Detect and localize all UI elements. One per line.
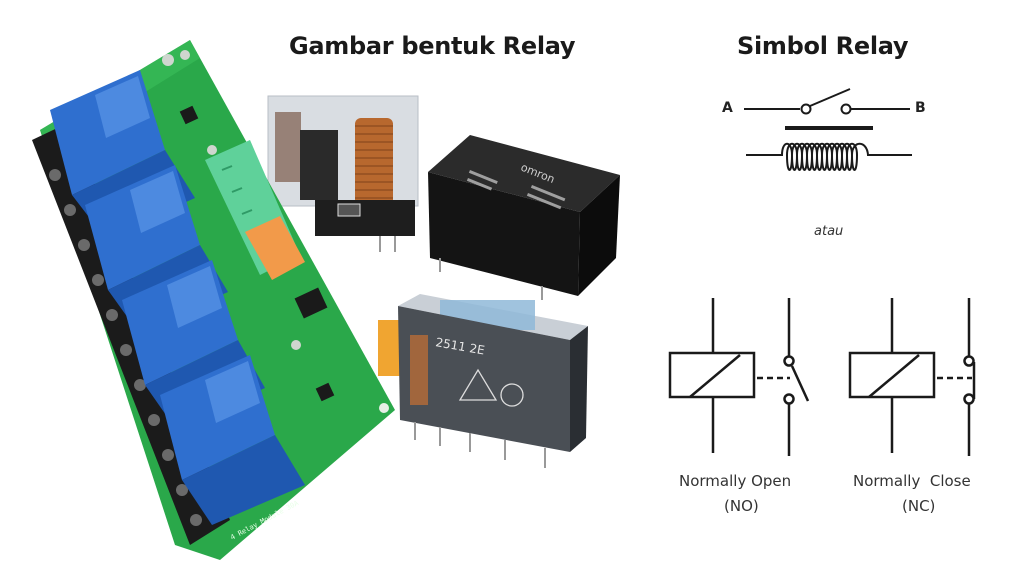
coil-windings [355, 125, 393, 199]
blue-relays [50, 70, 305, 525]
omron-side-face [578, 175, 620, 296]
relay-contact [275, 112, 301, 182]
no-contact-bottom [783, 393, 795, 405]
heading-relay-shapes: Gambar bentuk Relay [289, 32, 576, 60]
copper-coil [355, 118, 393, 210]
blue-relay-4 [160, 355, 305, 525]
no-coil-box [668, 351, 756, 399]
safety-relay-side [570, 326, 588, 452]
relay-symbol [744, 88, 912, 171]
safety-relay: 2511 2E [378, 294, 588, 468]
nc-contact-top [963, 355, 975, 367]
nc-label: Normally Close [853, 472, 971, 490]
contact-a [800, 103, 812, 115]
no-label: Normally Open [679, 472, 792, 490]
coil-symbol [746, 142, 912, 171]
base-window [337, 203, 361, 217]
switch-arm [809, 88, 851, 107]
omron-relay: omron [428, 135, 620, 300]
orange-relay-edge [378, 320, 400, 376]
no-switch-blade [790, 365, 810, 402]
omron-top-face [428, 135, 620, 212]
terminal-a-label: A [722, 100, 733, 116]
relay-frame [300, 130, 338, 200]
relay-base [315, 200, 415, 236]
orange-terminal [245, 216, 305, 280]
no-abbrev: (NO) [724, 497, 759, 515]
safety-coil [410, 335, 428, 405]
separator-text: atau [814, 224, 844, 239]
normally-close-symbol [848, 298, 976, 456]
clear-case-relay [267, 95, 419, 252]
nc-abbrev: (NC) [902, 497, 936, 515]
omron-front-face [428, 172, 580, 296]
heading-relay-symbol: Simbol Relay [737, 32, 909, 60]
normally-open-symbol [668, 298, 810, 456]
no-contact-top [783, 355, 795, 367]
contact-b [840, 103, 852, 115]
terminal-b-label: B [915, 100, 926, 116]
nc-coil-box [848, 351, 936, 399]
nc-contact-bottom [963, 393, 975, 405]
ic-chip [294, 287, 328, 319]
